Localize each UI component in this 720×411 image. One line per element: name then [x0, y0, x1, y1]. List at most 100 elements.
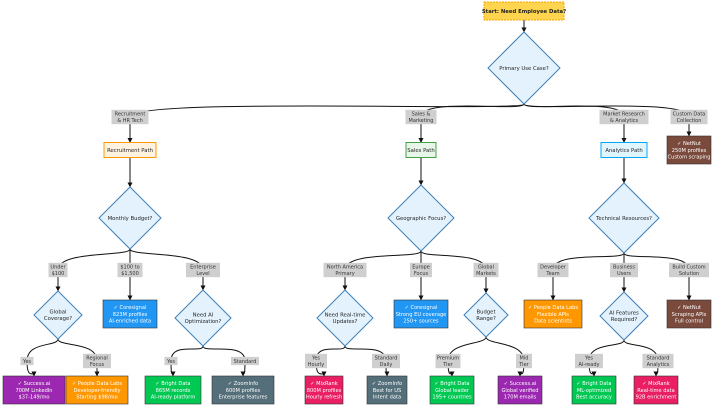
decision-label-line: Primary Use Case? — [499, 66, 549, 72]
edge-label-bg — [405, 109, 437, 125]
leaf-label-line: AI-ready platform — [151, 395, 196, 401]
leaf-label-line: Flexible APIs — [537, 312, 569, 318]
edge-label-text-line: Yes — [166, 359, 175, 365]
decision-diamond — [316, 289, 374, 347]
leaf-label-line: 250M profiles — [672, 148, 707, 154]
decision-diamond — [463, 292, 509, 338]
edge-label-text-line: North America — [327, 265, 363, 271]
edge-label-bg — [83, 353, 111, 369]
decision-label-line: AI Features — [609, 311, 639, 317]
edge-label-text-line: Solution — [679, 271, 699, 277]
edge-label-bg — [516, 353, 532, 369]
edge-label-text-line: Team — [545, 271, 559, 277]
leaf-label-line: Scraping APIs — [672, 312, 707, 318]
leaf-box — [666, 135, 712, 165]
edge-label-bg — [642, 353, 674, 369]
edge-label-bg — [231, 356, 259, 366]
edge-label-text-line: Hourly — [308, 362, 324, 368]
edge-label-text-line: Tier — [518, 362, 529, 368]
leaf-box — [523, 299, 583, 329]
edge-label-e_ai_yes: Yes — [164, 356, 178, 366]
edge-label-text-line: Under — [50, 265, 66, 271]
leaf-label-line: 865M records — [156, 388, 191, 394]
edge-label-text-line: Marketing — [409, 118, 434, 124]
leaf-label-line: 195+ countries — [432, 395, 472, 401]
leaf-label-line: Intent data — [373, 395, 401, 401]
decision-diamond — [387, 184, 455, 252]
leaf-box — [571, 375, 617, 405]
leaf-box — [65, 375, 129, 405]
edge-label-e_standard: Standard — [231, 356, 259, 366]
decision-label-line: Budget — [476, 310, 495, 316]
leaf-label-line: ✓ NetNut — [677, 305, 701, 311]
leaf-box — [393, 299, 449, 329]
edge-label-text-line: Standard — [375, 356, 398, 362]
edge-label-text-line: & Analytics — [610, 118, 639, 124]
edge-label-text-line: Developer — [540, 265, 567, 271]
edge-label-text-line: Yes — [311, 356, 320, 362]
leaf-box — [2, 375, 66, 405]
edge-label-bg — [435, 353, 461, 369]
edge-label-text-line: Standard — [647, 356, 670, 362]
decision-budget: Monthly Budget? — [98, 186, 162, 250]
edge-label-bg — [670, 109, 708, 125]
path-label: Sales Path — [407, 148, 434, 154]
leaf-box — [102, 299, 158, 329]
path-box — [600, 142, 648, 158]
edge-label-text-line: Standard — [234, 359, 257, 365]
leaf-pdl_reg: ✓ People Data LabsDeveloper-friendlyStar… — [65, 375, 129, 405]
edge-label-text-line: Mid — [520, 356, 529, 362]
decision-label-line: Geographic Focus? — [396, 216, 446, 222]
leaf-label-line: ✓ Coresignal — [114, 305, 147, 311]
edge-label-text-line: Daily — [380, 362, 393, 368]
leaf-label-line: Best for US — [373, 388, 401, 394]
edge-label-bg — [111, 109, 149, 125]
edge-label-bg — [323, 262, 367, 278]
edge-label-bg — [186, 262, 220, 278]
decision-label-line: Need AI — [193, 313, 214, 319]
decision-label-line: Global — [50, 310, 67, 316]
path-analytics: Analytics Path — [600, 142, 648, 158]
edge-label-bg — [372, 353, 400, 369]
path-sales: Sales Path — [405, 142, 437, 158]
leaf-box — [211, 375, 275, 405]
start-node-label: Start: Need Employee Data? — [482, 9, 566, 15]
edge-label-text-line: $100 — [52, 271, 65, 277]
edge-label-text-line: Level — [196, 271, 209, 277]
leaf-label-line: 92B enrichment — [636, 395, 677, 401]
leaf-box — [497, 375, 543, 405]
edge-label-bg — [164, 356, 178, 366]
edge-label-text-line: Build Custom — [672, 265, 705, 271]
path-label: Recruitment Path — [107, 148, 153, 154]
edge-label-e_recruit: Recruitment& HR Tech — [111, 109, 149, 125]
path-box — [103, 142, 157, 158]
leaf-label-line: Global leader — [435, 388, 470, 394]
edge-label-text-line: & HR Tech — [117, 118, 143, 124]
